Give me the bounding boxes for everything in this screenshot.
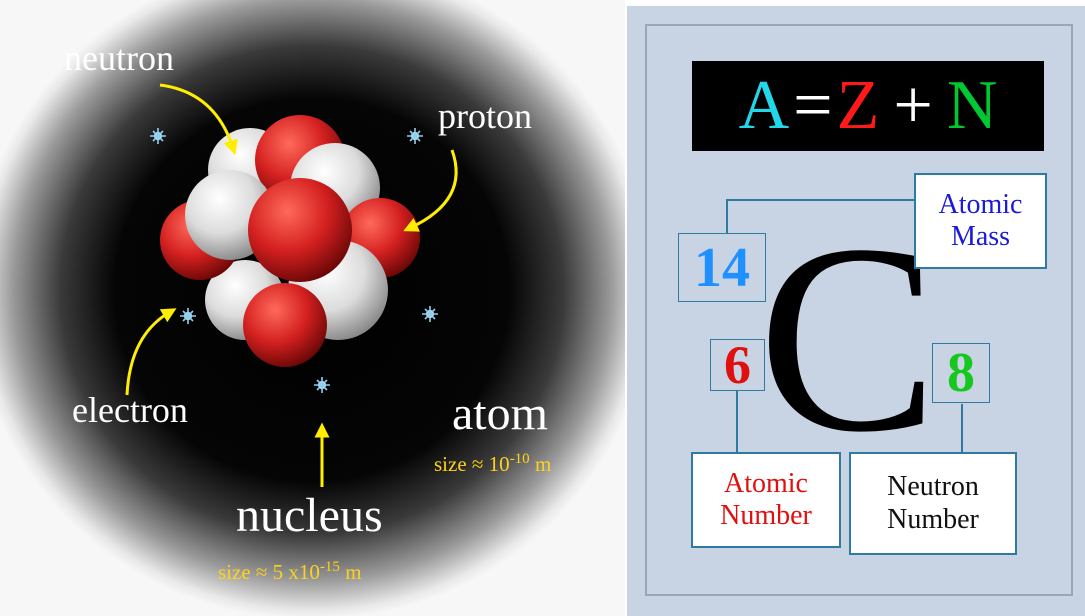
mass-number-box: 14 — [678, 233, 766, 302]
proton-sphere — [248, 178, 352, 282]
atom-diagram: neutron proton electron atom size ≈ 10-1… — [0, 0, 625, 616]
atom-size-label: size ≈ 10-10 m — [434, 451, 552, 476]
nucleus-label: nucleus — [236, 489, 383, 542]
atom-label: atom — [452, 387, 548, 440]
connector-lines — [726, 199, 963, 452]
isotope-notation-diagram: A = Z + N 14 6 8 C Atomic Mass Atomic Nu… — [627, 6, 1085, 616]
atomic-mass-label: Atomic Mass — [914, 173, 1047, 269]
formula-z: Z — [836, 67, 880, 144]
proton-sphere — [243, 283, 327, 367]
proton-label: proton — [438, 96, 532, 136]
atomic-number-box: 6 — [710, 338, 765, 392]
neutron-label: neutron — [64, 38, 174, 78]
proton-arrow — [403, 149, 458, 232]
nucleus-size-label: size ≈ 5 x10-15 m — [218, 559, 362, 584]
electron-star — [180, 308, 196, 324]
mass-number-formula: A = Z + N — [692, 61, 1044, 151]
electron-star — [422, 306, 438, 322]
formula-a: A — [738, 67, 790, 144]
formula-equals: = — [793, 67, 833, 144]
notation-frame — [645, 24, 1073, 596]
label-arrows — [125, 83, 458, 487]
electron-label: electron — [72, 390, 188, 430]
nucleus-cluster — [160, 115, 420, 367]
element-symbol: C — [758, 189, 939, 488]
electrons — [150, 128, 438, 393]
neutron-number-label: Neutron Number — [849, 452, 1017, 555]
mass-connector — [726, 199, 914, 233]
formula-n: N — [946, 67, 998, 144]
atomic-number-label: Atomic Number — [691, 452, 841, 548]
neutron-count-box: 8 — [932, 343, 990, 403]
electron-star — [150, 128, 166, 144]
neutron-arrow — [159, 83, 238, 156]
electron-arrow — [125, 308, 177, 396]
electron-star — [407, 128, 423, 144]
electron-star — [314, 377, 330, 393]
atom-illustration — [125, 83, 458, 487]
formula-plus: + — [893, 67, 933, 144]
